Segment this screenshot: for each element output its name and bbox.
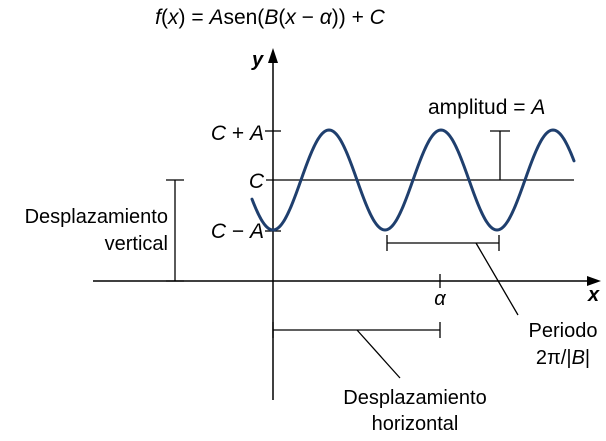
label-c: C: [249, 170, 265, 193]
vertical-shift-label-line1: Desplazamiento: [25, 206, 168, 228]
y-axis-arrow: [268, 48, 278, 63]
period-leader: [475, 242, 519, 316]
period-label-line1: Periodo: [529, 320, 598, 342]
sinusoid-curve: [250, 128, 576, 232]
formula-title: f(x) = Asen(B(x − α)) + C: [155, 6, 386, 29]
y-axis-label: y: [251, 49, 264, 71]
period-label-line2: 2π/|B|: [536, 347, 590, 369]
amplitude-label: amplitud = A: [428, 96, 545, 119]
horizontal-shift-label-line2: horizontal: [372, 413, 459, 435]
label-c-minus-a: C − A: [211, 220, 264, 243]
horizontal-shift-leader: [356, 329, 401, 379]
x-axis-arrow: [587, 276, 601, 286]
horizontal-shift-label-line1: Desplazamiento: [343, 387, 486, 409]
label-alpha: α: [434, 288, 446, 310]
vertical-shift-label-line2: vertical: [105, 233, 168, 255]
x-axis-label: x: [587, 284, 600, 306]
label-c-plus-a: C + A: [211, 122, 264, 145]
